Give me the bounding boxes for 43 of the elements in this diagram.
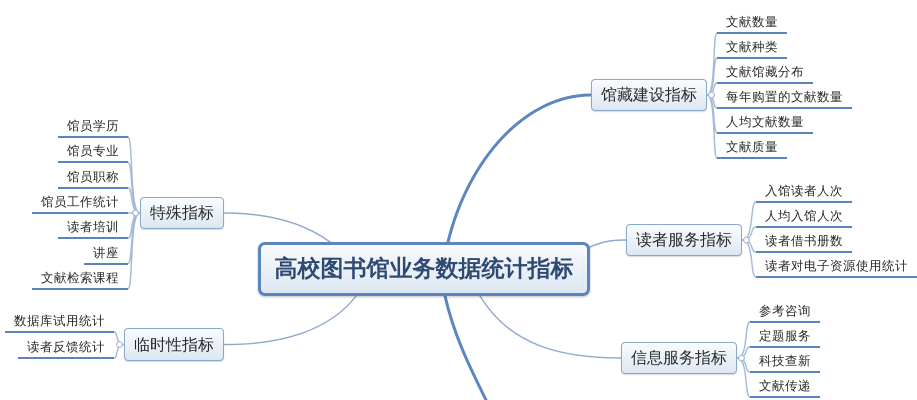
branch-curve <box>479 295 622 359</box>
topic-box: 临时性指标 <box>124 328 224 361</box>
topic-box: 信息服务指标 <box>621 342 737 374</box>
underlined-subtopic: 文献传递 <box>750 376 820 398</box>
bracket-line <box>706 32 718 96</box>
underlined-subtopic: 馆员学历 <box>58 116 128 138</box>
bracket-line <box>127 136 141 214</box>
branch-curve <box>446 94 592 244</box>
underlined-subtopic: 数据库试用统计 <box>5 311 114 333</box>
underlined-subtopic: 读者培训 <box>58 217 128 240</box>
branch-curve <box>444 294 488 400</box>
topic-box: 特殊指标 <box>140 197 224 229</box>
underlined-subtopic: 讲座 <box>84 242 128 264</box>
underlined-subtopic: 馆员专业 <box>58 141 128 164</box>
underlined-subtopic: 文献种类 <box>717 37 787 59</box>
underlined-subtopic: 馆员职称 <box>58 166 128 189</box>
underlined-subtopic: 馆员工作统计 <box>32 192 128 214</box>
underlined-subtopic: 入馆读者人次 <box>756 181 852 203</box>
underlined-subtopic: 科技查新 <box>750 351 820 373</box>
underlined-subtopic: 文献质量 <box>717 137 787 159</box>
branch-curve <box>223 212 331 243</box>
underlined-subtopic: 人均入馆人次 <box>756 206 852 228</box>
bracket-line <box>113 342 125 359</box>
bracket-line <box>706 94 718 159</box>
bracket-line <box>741 238 757 278</box>
bracket-line <box>706 57 718 97</box>
central-topic-box: 高校图书馆业务数据统计指标 <box>258 242 590 296</box>
underlined-subtopic: 人均文献数量 <box>717 112 813 134</box>
underlined-subtopic: 定题服务 <box>750 326 820 348</box>
underlined-subtopic: 每年购置的文献数量 <box>717 87 852 109</box>
underlined-subtopic: 参考咨询 <box>750 301 820 323</box>
topic-box: 读者服务指标 <box>626 224 742 256</box>
underlined-subtopic: 读者借书册数 <box>756 231 852 253</box>
underlined-subtopic: 文献检索课程 <box>32 268 128 290</box>
branch-curve <box>223 295 357 346</box>
bracket-line <box>736 356 751 398</box>
underlined-subtopic: 文献馆藏分布 <box>717 62 813 84</box>
bracket-line <box>127 212 141 290</box>
underlined-subtopic: 读者对电子资源使用统计 <box>756 256 917 278</box>
underlined-subtopic: 读者反馈统计 <box>18 337 114 359</box>
branch-curve <box>589 239 627 248</box>
topic-box: 馆藏建设指标 <box>591 79 707 111</box>
underlined-subtopic: 文献数量 <box>717 12 787 34</box>
